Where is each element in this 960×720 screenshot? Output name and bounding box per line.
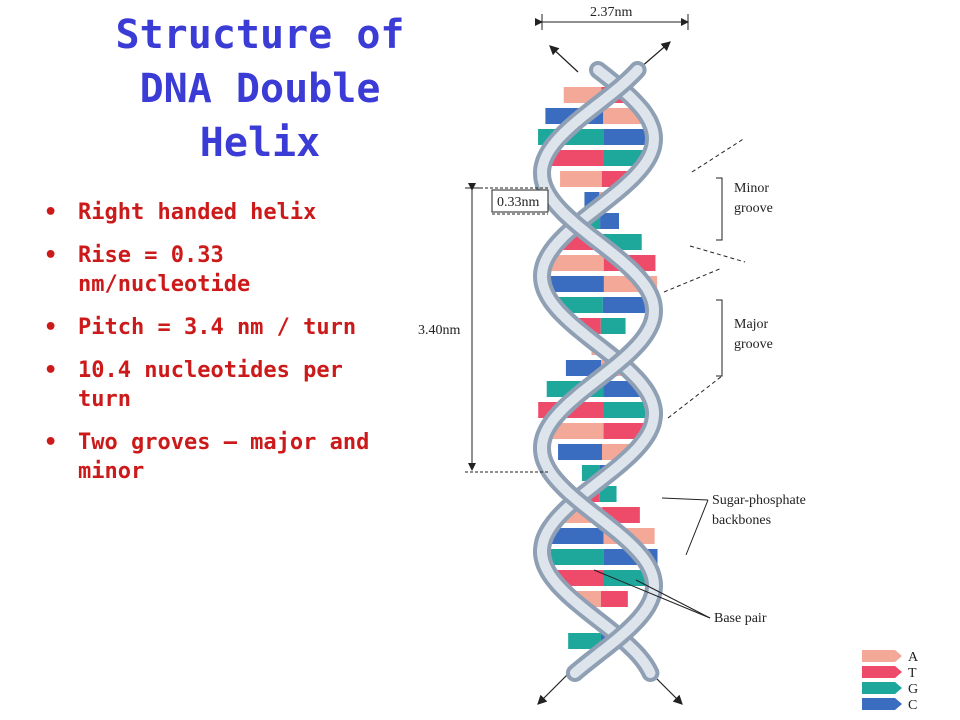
- legend-swatch: [862, 650, 902, 662]
- base-block: [600, 591, 628, 607]
- base-block: [600, 318, 626, 334]
- base-block: [565, 360, 602, 376]
- bullet-dot: •: [44, 200, 58, 225]
- legend-label: C: [908, 698, 917, 713]
- base-block: [568, 633, 601, 649]
- backbone-label-line1: Sugar-phosphate: [712, 493, 806, 508]
- bullet-text: Rise = 0.33 nm/nucleotide: [78, 243, 251, 297]
- major-groove-label-line2: groove: [734, 337, 773, 352]
- slide-title: Structure of DNA Double Helix: [115, 12, 405, 166]
- legend-label: A: [908, 650, 919, 665]
- bullet-text: Two groves – major and minor: [78, 430, 370, 484]
- backbone-strand-highlight: [536, 65, 660, 678]
- legend-swatch: [862, 682, 902, 694]
- bullet-item: • Pitch = 3.4 nm / turn: [40, 313, 400, 342]
- base-block: [538, 549, 604, 565]
- legend-swatch: [862, 698, 902, 710]
- base-block: [602, 297, 647, 313]
- base-pair-label: Base pair: [714, 611, 767, 626]
- base-block: [543, 150, 604, 166]
- minor-groove-indicator: Minor groove: [689, 137, 773, 263]
- base-block: [560, 171, 602, 187]
- rise-label: 0.33nm: [497, 195, 540, 210]
- minor-groove-label-line2: groove: [734, 201, 773, 216]
- legend-label: T: [908, 666, 917, 681]
- legend-label: G: [908, 682, 918, 697]
- bullet-item: • Right handed helix: [40, 198, 400, 227]
- sugar-phosphate-backbones: [532, 61, 664, 682]
- bullet-dot: •: [44, 430, 58, 455]
- backbone-strand-highlight: [536, 65, 660, 678]
- legend-swatch: [862, 666, 902, 678]
- bullet-list: • Right handed helix • Rise = 0.33 nm/nucl…: [40, 198, 400, 500]
- bullet-item: • Rise = 0.33 nm/nucleotide: [40, 241, 400, 299]
- backbone-label-line2: backbones: [712, 513, 771, 528]
- base-block: [538, 276, 604, 292]
- pitch-dimension: 3.40nm: [418, 183, 548, 473]
- base-block: [558, 444, 602, 460]
- bullet-text: Pitch = 3.4 nm / turn: [78, 315, 357, 340]
- bullet-dot: •: [44, 315, 58, 340]
- bullet-dot: •: [44, 358, 58, 383]
- bullet-text: Right handed helix: [78, 200, 317, 225]
- bullet-text: 10.4 nucleotides per turn: [78, 358, 343, 412]
- major-groove-label-line1: Major: [734, 317, 769, 332]
- backbone-callout: Sugar-phosphate backbones: [661, 493, 806, 556]
- bullet-item: • 10.4 nucleotides per turn: [40, 356, 400, 414]
- pitch-label: 3.40nm: [418, 323, 461, 338]
- bullet-item: • Two groves – major and minor: [40, 428, 400, 486]
- rise-dimension: 0.33nm: [475, 187, 549, 215]
- bullet-dot: •: [44, 243, 58, 268]
- width-label: 2.37nm: [590, 5, 633, 20]
- base-block: [600, 213, 620, 229]
- base-pair-callout: Base pair: [593, 569, 767, 626]
- base-block: [599, 486, 617, 502]
- minor-groove-label-line1: Minor: [734, 181, 769, 196]
- base-block: [602, 570, 648, 586]
- width-dimension: 2.37nm: [535, 5, 689, 30]
- major-groove-indicator: Major groove: [663, 267, 773, 419]
